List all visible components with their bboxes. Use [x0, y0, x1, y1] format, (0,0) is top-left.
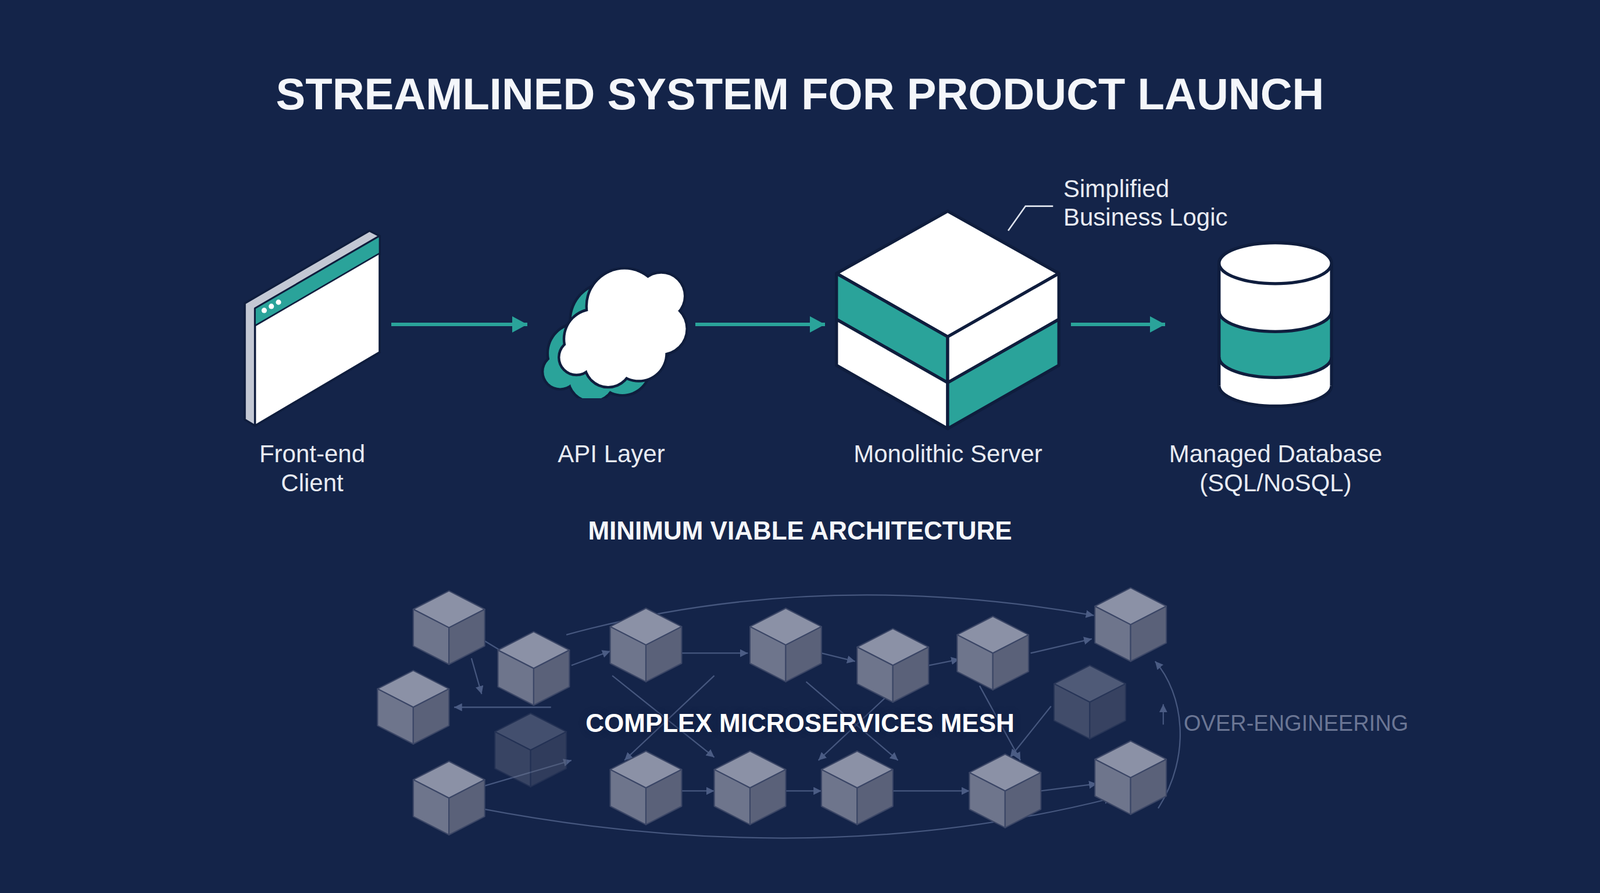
callout-text: Simplified Business Logic — [1063, 174, 1244, 232]
window-face — [255, 236, 380, 426]
flow-arrow — [1070, 322, 1166, 327]
section-heading: COMPLEX MICROSERVICES MESH — [585, 708, 1015, 739]
annotation-text: OVER-ENGINEERING — [1183, 710, 1409, 737]
database-cylinder — [1219, 243, 1332, 407]
flow-arrow — [695, 322, 825, 327]
browser-icon — [240, 222, 384, 431]
server-cube — [836, 211, 1059, 429]
node-label: Managed Database (SQL/NoSQL) — [1165, 439, 1387, 498]
mesh-links — [454, 594, 1181, 838]
microservice-cubes — [377, 587, 1167, 835]
node-label: API Layer — [527, 439, 696, 469]
node-label: Front-end Client — [233, 439, 392, 498]
window-dot — [261, 307, 267, 313]
server-icon — [831, 204, 1064, 434]
component-node: Front-end Client — [233, 197, 392, 500]
component-node: API Layer — [527, 197, 696, 500]
section-heading: MINIMUM VIABLE ARCHITECTURE — [587, 515, 1012, 546]
node-label: Monolithic Server — [825, 439, 1071, 469]
diagram-title: STREAMLINED SYSTEM FOR PRODUCT LAUNCH — [276, 70, 1325, 118]
cloud-icon — [532, 255, 688, 399]
database-icon — [1213, 236, 1337, 413]
cloud-face — [559, 269, 686, 387]
window-side — [244, 230, 380, 426]
component-node: Monolithic Server — [825, 197, 1071, 500]
component-node: Managed Database (SQL/NoSQL) — [1165, 197, 1387, 500]
callout-leader — [1008, 206, 1053, 231]
window-dot — [275, 299, 281, 305]
flow-arrow — [391, 322, 528, 327]
window-header — [255, 236, 380, 326]
window-dot — [268, 303, 274, 309]
